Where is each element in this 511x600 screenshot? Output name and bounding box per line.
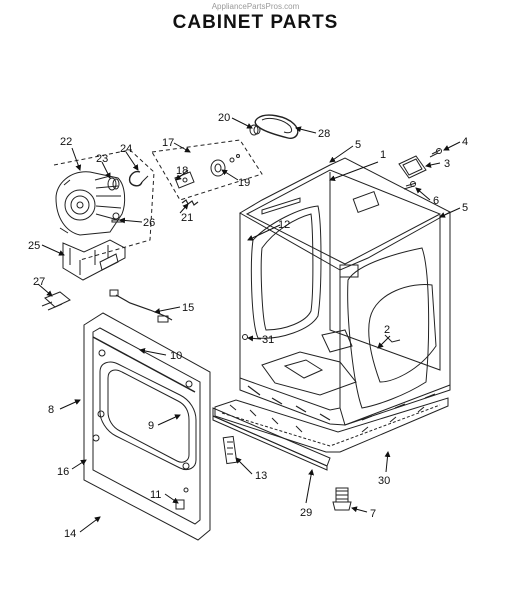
callout-8: 8	[48, 404, 54, 416]
callout-1: 1	[380, 149, 386, 161]
callout-10: 10	[170, 350, 182, 362]
callout-28: 28	[318, 128, 330, 140]
callout-16: 16	[57, 466, 69, 478]
callout-3: 3	[444, 158, 450, 170]
callout-9: 9	[148, 420, 154, 432]
front-panel-drawing	[83, 312, 211, 541]
callout-12: 12	[278, 219, 290, 231]
cabinet-drawing	[239, 157, 452, 426]
callout-26: 26	[143, 217, 155, 229]
callout-24: 24	[120, 143, 132, 155]
page-title: CABINET PARTS	[172, 12, 339, 33]
idler-assembly-drawing	[151, 114, 299, 206]
callout-22: 22	[60, 136, 72, 148]
callout-15: 15	[182, 302, 194, 314]
callout-29: 29	[300, 507, 312, 519]
callout-20: 20	[218, 112, 230, 124]
callout-4: 4	[462, 136, 468, 148]
callout-13: 13	[255, 470, 267, 482]
callout-31: 31	[262, 334, 274, 346]
leader-lines	[37, 117, 461, 533]
callout-25: 25	[28, 240, 40, 252]
callout-18: 18	[176, 165, 188, 177]
callout-21: 21	[181, 212, 193, 224]
watermark: AppliancePartsPros.com	[211, 2, 300, 11]
base-assembly-drawing	[212, 397, 449, 511]
callout-17: 17	[162, 137, 174, 149]
callout-labels: 1 2 3 4 5 5 6 7 8 9 10 11 12 13 14 15 16…	[28, 112, 468, 540]
callout-11: 11	[150, 489, 161, 501]
misc-parts-drawing	[41, 239, 173, 323]
callout-23: 23	[96, 153, 108, 165]
callout-2: 2	[384, 324, 390, 336]
callout-7: 7	[370, 508, 376, 520]
motor-assembly-drawing	[53, 149, 155, 261]
small-parts-drawing	[242, 148, 442, 343]
callout-14: 14	[64, 528, 76, 540]
callout-30: 30	[378, 475, 390, 487]
callout-27: 27	[33, 276, 45, 288]
callout-5-top: 5	[355, 139, 361, 151]
callout-5-right: 5	[462, 202, 468, 214]
callout-19: 19	[238, 177, 250, 189]
callout-6: 6	[433, 195, 439, 207]
